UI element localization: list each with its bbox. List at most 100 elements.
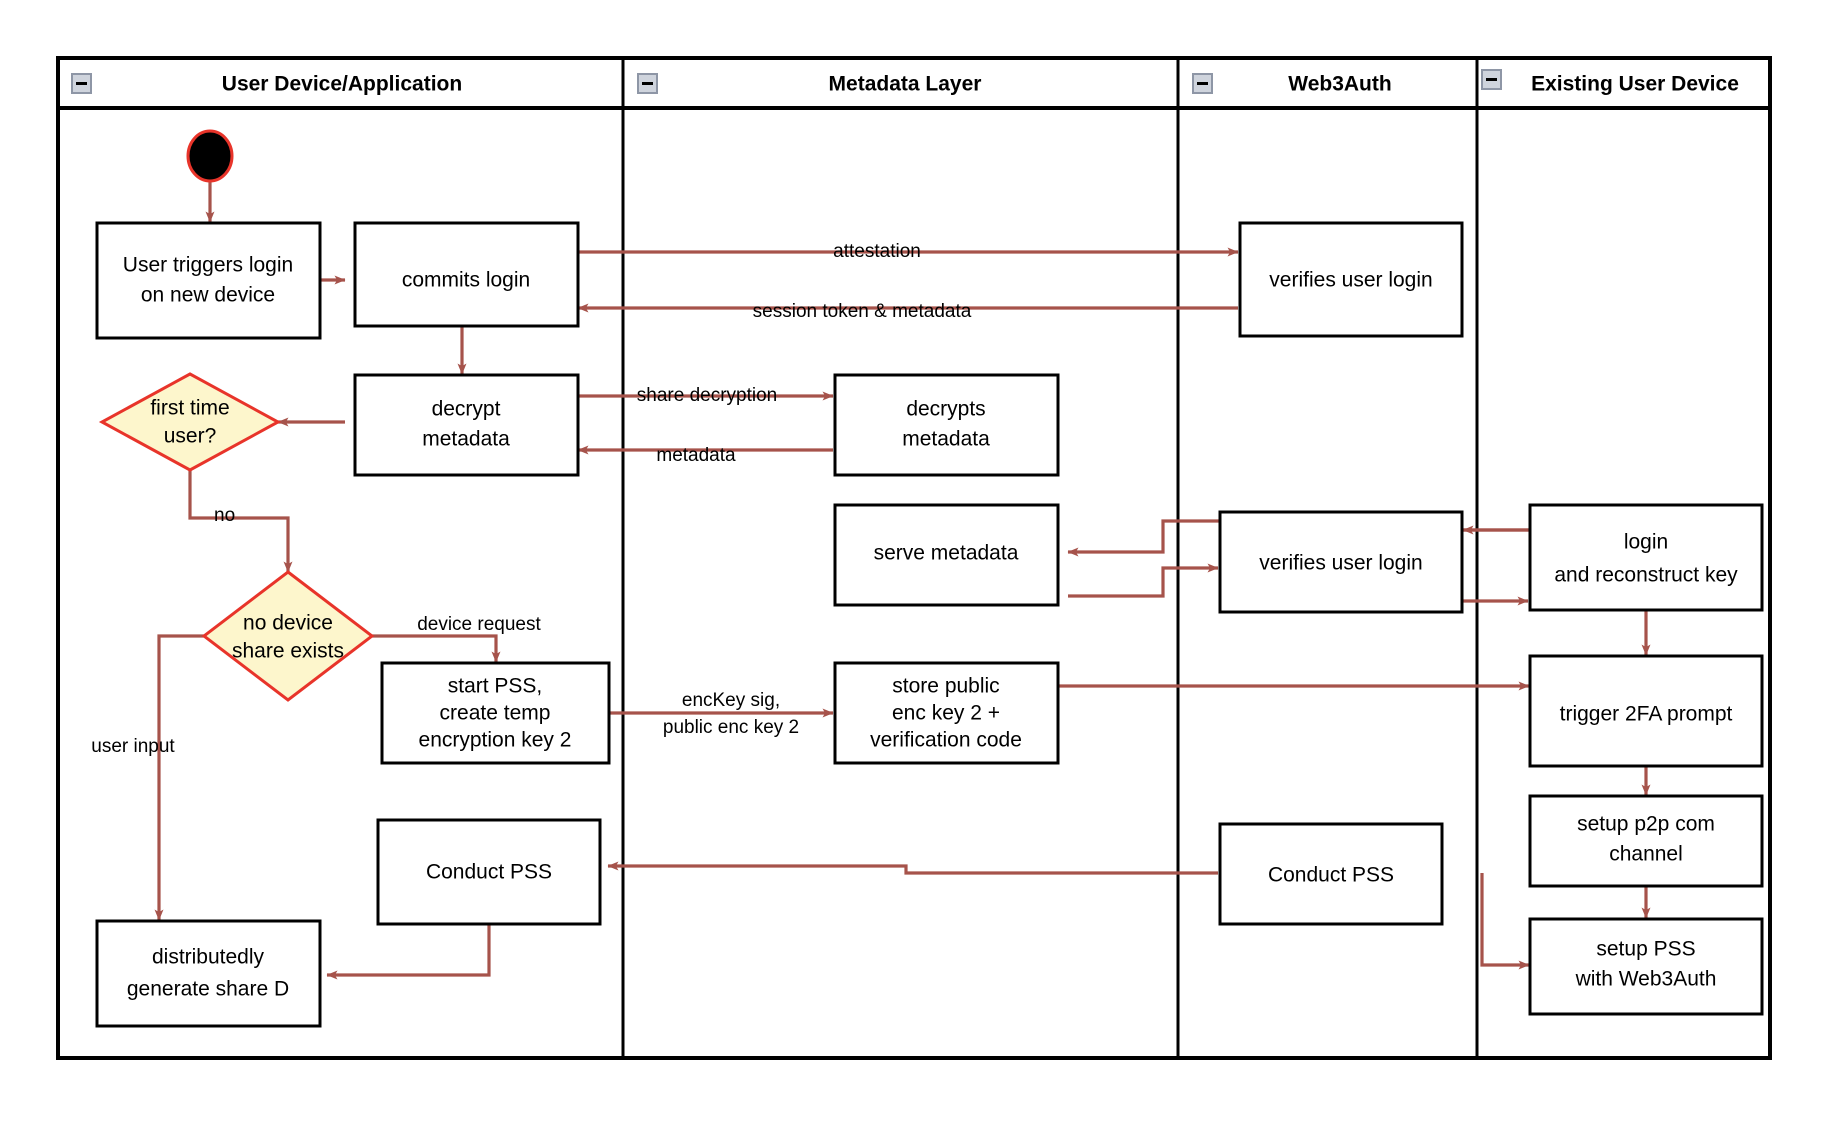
node-box bbox=[833, 503, 1060, 607]
node-box bbox=[833, 661, 1060, 765]
edge-label-attestation: attestation bbox=[833, 241, 921, 262]
edge-conduct-pss-user-to-distributedly-generate-share-d bbox=[326, 924, 491, 980]
node-no-device-share-exists[interactable]: no device share exists bbox=[201, 570, 375, 702]
lane-header-web3auth[interactable]: Web3Auth bbox=[1192, 73, 1392, 96]
node-user-triggers-login[interactable]: User triggers login on new device bbox=[95, 221, 322, 340]
node-label-line-1: setup p2p com bbox=[1577, 813, 1715, 836]
node-start-initial[interactable] bbox=[186, 129, 234, 183]
node-setup-pss-with-web3auth[interactable]: setup PSS with Web3Auth bbox=[1528, 917, 1764, 1016]
collapse-minus-icon[interactable] bbox=[637, 73, 658, 94]
node-box bbox=[95, 221, 322, 340]
node-label-line-1: login bbox=[1624, 531, 1668, 554]
node-box bbox=[1238, 221, 1464, 338]
node-serve-metadata[interactable]: serve metadata bbox=[833, 503, 1060, 607]
node-commits-login[interactable]: commits login bbox=[353, 221, 580, 328]
edge-first-time-user-to-no-device-share-exists bbox=[188, 470, 293, 573]
lane-title-user-device: User Device/Application bbox=[222, 73, 462, 96]
node-box bbox=[380, 661, 611, 765]
node-label-line-1: setup PSS bbox=[1596, 938, 1695, 961]
edge-label-device-request: device request bbox=[417, 614, 541, 635]
node-box bbox=[95, 919, 322, 1028]
edge-conduct-pss-web3auth-to-conduct-pss-user bbox=[607, 861, 1218, 875]
node-label-line-2: on new device bbox=[141, 284, 275, 307]
edge-setup-pss-with-web3auth-to-conduct-pss-web3auth bbox=[1480, 873, 1530, 970]
node-decrypts-metadata[interactable]: decrypts metadata bbox=[833, 373, 1060, 477]
lane-title-metadata: Metadata Layer bbox=[829, 73, 982, 96]
node-conduct-pss-web3auth[interactable]: Conduct PSS bbox=[1218, 822, 1444, 926]
node-distributedly-generate-share-d[interactable]: distributedly generate share D bbox=[95, 919, 322, 1028]
edge-label-share-decryption: share decryption bbox=[637, 385, 777, 406]
node-box bbox=[1528, 654, 1764, 768]
initial-node-circle bbox=[186, 129, 234, 183]
node-label-line-2: channel bbox=[1609, 843, 1683, 866]
node-label-line-1: decrypt bbox=[432, 398, 501, 421]
edge-verifies-user-login-2-to-serve-metadata bbox=[1067, 519, 1219, 557]
node-label-line-1: start PSS, bbox=[448, 675, 543, 698]
node-label: Conduct PSS bbox=[1268, 864, 1394, 887]
node-label-line-2: enc key 2 + bbox=[892, 702, 1000, 725]
node-decrypt-metadata[interactable]: decrypt metadata bbox=[353, 373, 580, 477]
decision-diamond bbox=[201, 570, 375, 702]
node-verifies-user-login-1[interactable]: verifies user login bbox=[1238, 221, 1464, 338]
edge-no-device-share-exists-to-start-pss bbox=[372, 634, 501, 663]
edge-label-no: no bbox=[214, 505, 235, 526]
node-label: trigger 2FA prompt bbox=[1560, 703, 1733, 726]
node-box bbox=[1528, 503, 1764, 612]
node-label-line-3: encryption key 2 bbox=[419, 729, 572, 752]
node-label: Conduct PSS bbox=[426, 861, 552, 884]
node-label-line-2: generate share D bbox=[127, 978, 289, 1001]
node-trigger-2fa-prompt[interactable]: trigger 2FA prompt bbox=[1528, 654, 1764, 768]
edge-labels: attestation session token & metadata sha… bbox=[91, 241, 971, 757]
node-label-line-1: decrypts bbox=[906, 398, 985, 421]
node-start-pss-create-temp-key[interactable]: start PSS, create temp encryption key 2 bbox=[380, 661, 611, 765]
node-label: serve metadata bbox=[874, 542, 1019, 565]
node-label: verifies user login bbox=[1269, 269, 1432, 292]
node-box bbox=[353, 373, 580, 477]
node-setup-p2p-com-channel[interactable]: setup p2p com channel bbox=[1528, 794, 1764, 888]
node-box bbox=[1528, 794, 1764, 888]
node-label-line-2: metadata bbox=[422, 428, 510, 451]
collapse-minus-icon[interactable] bbox=[71, 73, 92, 94]
node-label-line-2: and reconstruct key bbox=[1554, 564, 1738, 587]
node-label-line-2: create temp bbox=[440, 702, 551, 725]
edge-label-enckey-sig-line2: public enc key 2 bbox=[663, 717, 799, 738]
edge-no-device-share-exists-to-distributedly-generate-share-d bbox=[154, 634, 204, 921]
lane-header-metadata[interactable]: Metadata Layer bbox=[637, 73, 982, 96]
node-store-public-enc-key[interactable]: store public enc key 2 + verification co… bbox=[833, 661, 1060, 765]
node-box bbox=[353, 221, 580, 328]
collapse-minus-icon[interactable] bbox=[1481, 69, 1502, 90]
node-label-line-1: first time bbox=[150, 397, 229, 420]
lane-title-existing-device: Existing User Device bbox=[1531, 73, 1739, 96]
node-label-line-2: with Web3Auth bbox=[1575, 968, 1717, 991]
edge-label-session-token-metadata: session token & metadata bbox=[753, 301, 972, 322]
node-box bbox=[1528, 917, 1764, 1016]
node-label-line-2: metadata bbox=[902, 428, 990, 451]
node-box bbox=[376, 818, 602, 926]
flow-edges bbox=[154, 182, 1651, 980]
node-login-and-reconstruct-key[interactable]: login and reconstruct key bbox=[1528, 503, 1764, 612]
node-label-line-2: share exists bbox=[232, 640, 344, 663]
edge-serve-metadata-to-verifies-user-login-2 bbox=[1068, 563, 1219, 598]
node-label-line-2: user? bbox=[164, 425, 217, 448]
lane-header-existing-device[interactable]: Existing User Device bbox=[1481, 69, 1739, 96]
edge-label-metadata: metadata bbox=[656, 445, 736, 466]
node-box bbox=[833, 373, 1060, 477]
node-box bbox=[1218, 822, 1444, 926]
node-label-line-1: no device bbox=[243, 612, 333, 635]
node-label-line-1: User triggers login bbox=[123, 254, 293, 277]
node-conduct-pss-user[interactable]: Conduct PSS bbox=[376, 818, 602, 926]
node-box bbox=[1218, 510, 1464, 614]
node-label-line-3: verification code bbox=[870, 729, 1022, 752]
edge-label-enckey-sig-line1: encKey sig, bbox=[682, 690, 780, 711]
node-label: verifies user login bbox=[1259, 552, 1422, 575]
node-first-time-user[interactable]: first time user? bbox=[98, 372, 282, 472]
node-label: commits login bbox=[402, 269, 530, 292]
node-label-line-1: distributedly bbox=[152, 946, 265, 969]
node-label-line-1: store public bbox=[892, 675, 999, 698]
node-verifies-user-login-2[interactable]: verifies user login bbox=[1218, 510, 1464, 614]
collapse-minus-icon[interactable] bbox=[1192, 73, 1213, 94]
lane-header-user-device[interactable]: User Device/Application bbox=[71, 73, 462, 96]
decision-diamond bbox=[98, 372, 282, 472]
